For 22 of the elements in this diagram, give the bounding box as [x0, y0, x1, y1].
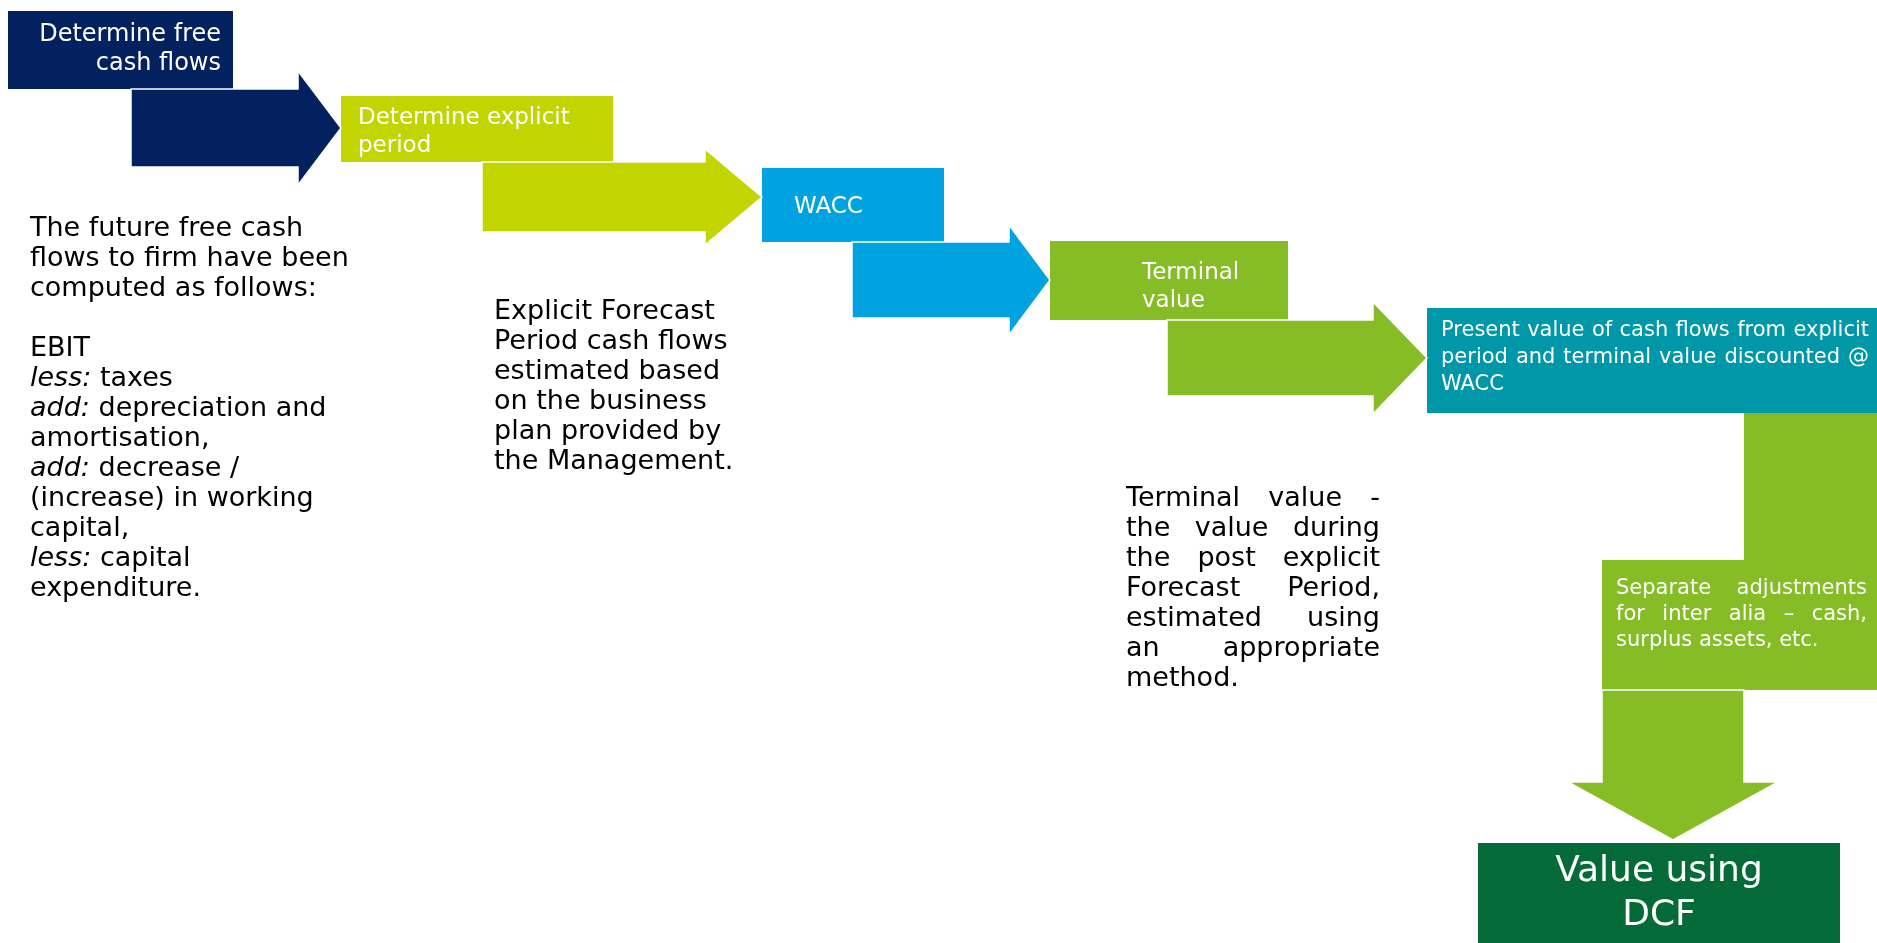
step-box — [1050, 241, 1288, 320]
step-label: WACC — [794, 191, 864, 219]
step-label: Determine free cash flows — [38, 19, 221, 77]
description-text: The future free cash flows to firm have been computed as follows: — [30, 212, 350, 302]
description-text: Terminal value - the value during the post explicit Forecast Period, estimated using an appropriate method. — [1126, 482, 1380, 692]
description-text: EBIT — [30, 332, 92, 362]
step-box — [341, 96, 613, 162]
description-text: less: taxes — [30, 362, 174, 392]
step-box — [1427, 308, 1877, 413]
description-text: Explicit Forecast Period cash flows estimated based on the business plan provided by the Management. — [494, 295, 734, 475]
step-label: Determine explicit period — [358, 102, 571, 158]
step-box — [1478, 843, 1840, 943]
step-label: Present value of cash flows from explicit period and terminal value discounted @ WACC — [1441, 316, 1869, 397]
step-box — [1602, 560, 1877, 690]
connector-bar — [1744, 413, 1877, 560]
step-box — [762, 168, 944, 242]
step-label: Value using DCF — [1554, 847, 1764, 935]
step-box — [8, 11, 233, 89]
block-arrow — [481, 147, 764, 247]
step-label: Terminal value — [1142, 257, 1241, 313]
step-label: Separate adjustments for inter alia – cash, surplus assets, etc. — [1616, 574, 1867, 652]
description-text: less: capital expenditure. — [30, 542, 203, 602]
